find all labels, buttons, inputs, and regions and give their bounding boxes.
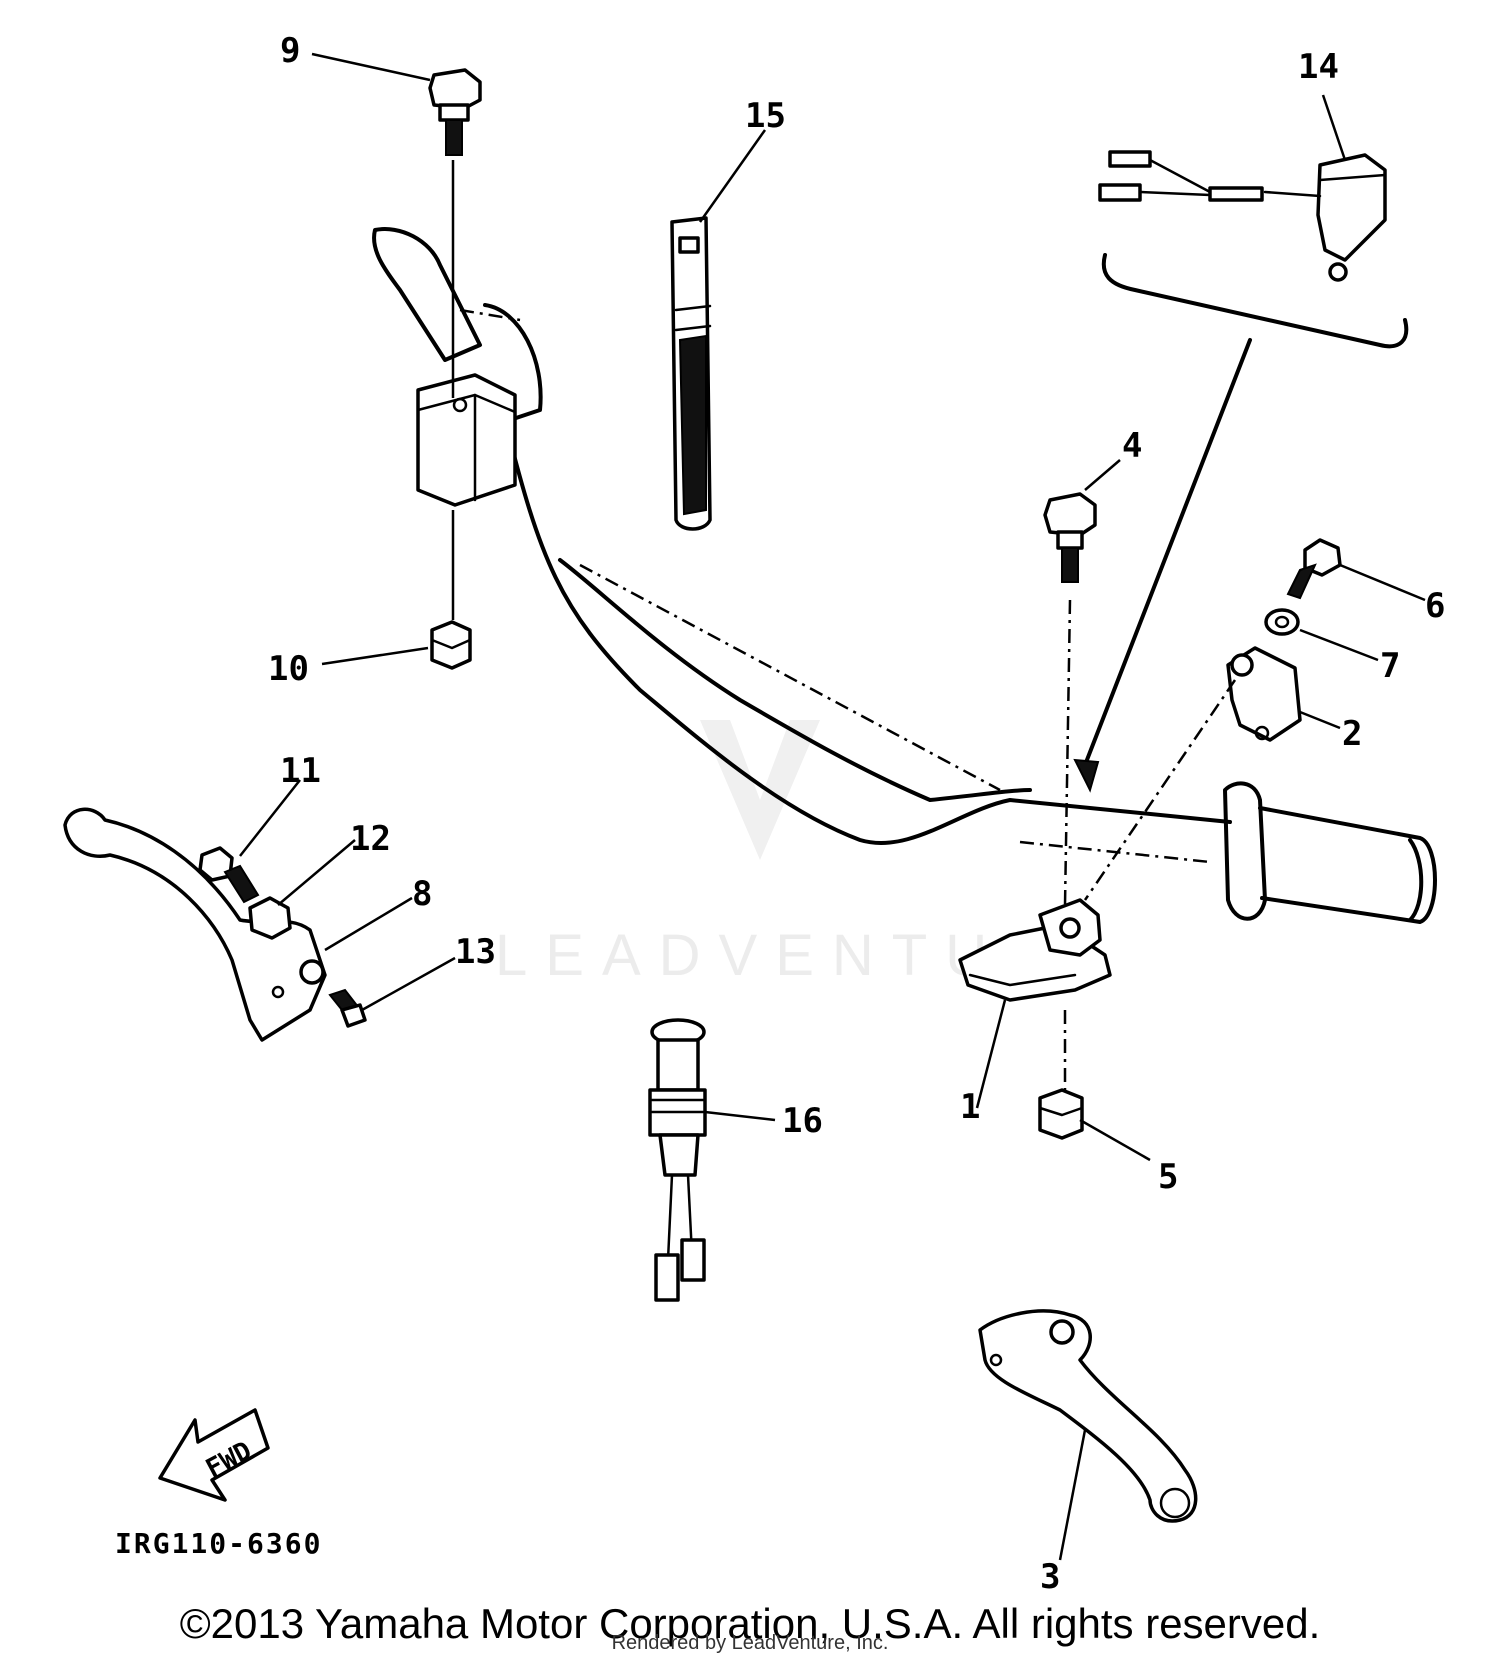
clamp-2 [1083, 646, 1302, 901]
switch-14 [1073, 150, 1409, 793]
callout-7: 7 [1380, 646, 1400, 686]
screw-13 [328, 988, 367, 1028]
fwd-arrow: FWD [158, 1408, 270, 1502]
diagram-code: IRG110-6360 [115, 1527, 322, 1560]
lever-bracket-1 [958, 898, 1112, 1002]
washer-7 [1264, 608, 1300, 636]
nut-5 [1038, 1010, 1084, 1140]
callout-5: 5 [1158, 1157, 1178, 1197]
callout-13: 13 [455, 932, 496, 972]
callout-14: 14 [1298, 47, 1339, 87]
rendered-by-text: Rendered by LeadVenture, Inc. [611, 1632, 889, 1654]
callout-9: 9 [280, 31, 300, 71]
nut-10 [430, 510, 472, 670]
callout-10: 10 [268, 649, 309, 689]
callout-11: 11 [280, 751, 321, 791]
callout-3: 3 [1040, 1557, 1060, 1597]
bolt-11 [198, 846, 260, 904]
cable-strap-15 [670, 216, 712, 531]
callout-15: 15 [745, 96, 786, 136]
callout-4: 4 [1122, 426, 1142, 466]
bolt-4 [1043, 492, 1097, 906]
screw-6 [1286, 538, 1342, 600]
callout-16: 16 [782, 1101, 823, 1141]
callout-12: 12 [350, 819, 391, 859]
callout-1: 1 [960, 1087, 980, 1127]
lever-8 [63, 807, 327, 1042]
callout-numbers: 9 10 15 14 4 6 7 2 11 12 8 13 1 5 16 3 [268, 31, 1445, 1597]
leader-lines [239, 52, 1426, 1561]
handlebar [372, 227, 1437, 924]
callout-6: 6 [1425, 586, 1445, 626]
lever-3 [978, 1309, 1198, 1523]
nut-12 [248, 896, 292, 940]
callout-8: 8 [412, 874, 432, 914]
switch-16 [648, 1018, 707, 1302]
bolt-9 [428, 68, 482, 398]
copyright-text: ©2013 Yamaha Motor Corporation, U.S.A. A… [179, 1600, 1321, 1647]
callout-2: 2 [1342, 714, 1362, 754]
